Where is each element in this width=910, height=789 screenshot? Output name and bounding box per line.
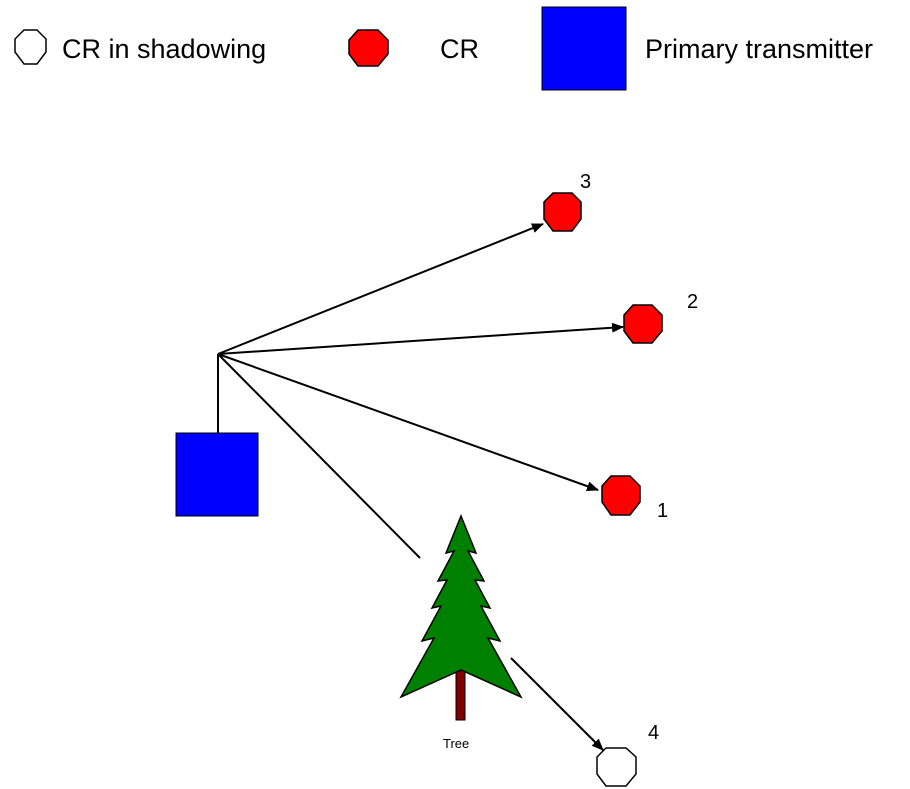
cr-node-1-shape <box>601 475 641 516</box>
legend-cr-icon <box>348 29 389 67</box>
legend-transmitter-label: Primary transmitter <box>645 34 873 64</box>
tree-obstacle: Tree <box>399 514 523 751</box>
cr-node-2-shape <box>623 304 663 344</box>
cr-node-1: 1 <box>601 475 668 522</box>
legend: CR in shadowing CR Primary transmitter <box>14 6 873 91</box>
link-to-tree <box>217 353 421 559</box>
cr-node-2: 2 <box>623 291 698 344</box>
legend-shadowed-label: CR in shadowing <box>62 34 266 64</box>
link-to-cr2 <box>217 322 624 355</box>
cr-node-1-label: 1 <box>657 500 668 522</box>
primary-transmitter <box>175 354 259 517</box>
cr-node-4-shadowed: 4 <box>596 722 659 787</box>
link-tree-to-cr4 <box>510 657 604 751</box>
cr-node-4-label: 4 <box>648 722 659 744</box>
signal-links <box>217 223 624 751</box>
cr-node-4-shape <box>596 747 637 787</box>
link-to-cr1 <box>217 353 599 492</box>
cr-node-3-label: 3 <box>580 171 591 193</box>
transmitter-box <box>175 432 259 517</box>
cr-node-2-label: 2 <box>687 291 698 313</box>
link-to-cr3 <box>217 223 544 355</box>
legend-transmitter-icon <box>541 6 627 91</box>
cr-node-3: 3 <box>543 171 591 232</box>
tree-label: Tree <box>443 736 469 751</box>
legend-shadowed-cr-icon <box>14 29 47 65</box>
cr-node-3-shape <box>543 192 582 232</box>
legend-cr-label: CR <box>440 34 479 64</box>
tree-icon <box>399 514 523 699</box>
